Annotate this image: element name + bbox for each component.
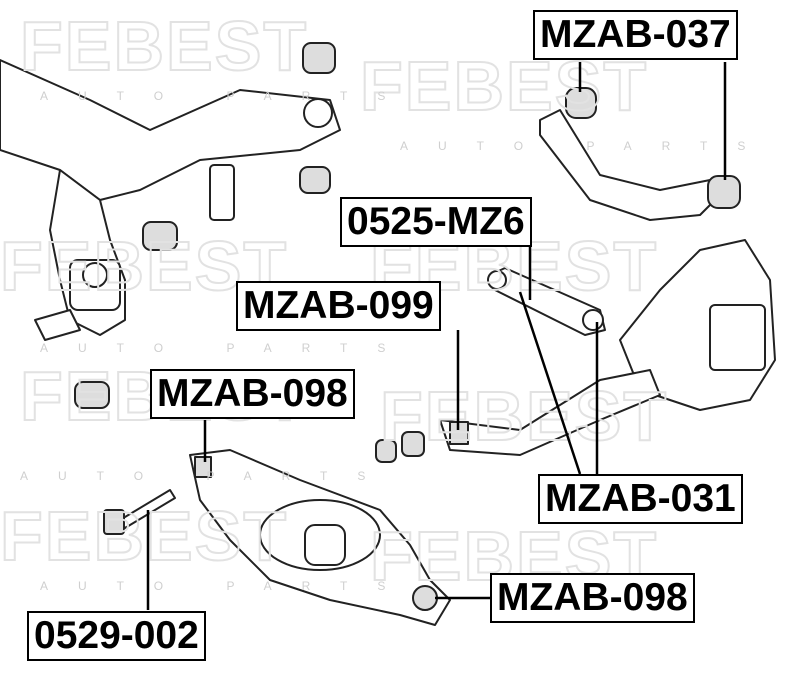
part-label-0529-002: 0529-002: [27, 611, 206, 661]
watermark-subtext: AUTO PARTS: [40, 89, 415, 103]
hub-flange: [709, 304, 766, 371]
lower-link: [439, 369, 661, 456]
upper-arm: [539, 109, 721, 221]
spring-seat: [259, 499, 381, 571]
watermark-subtext: AUTO PARTS: [40, 341, 415, 355]
watermark-subtext: AUTO PARTS: [400, 139, 775, 153]
part-label-mzab-098-upper: MZAB-098: [150, 369, 355, 419]
bushing: [74, 381, 110, 409]
part-label-mzab-037: MZAB-037: [533, 10, 738, 60]
watermark-subtext: AUTO PARTS: [40, 579, 415, 593]
bushing: [299, 166, 331, 194]
watermark-text: FEBEST: [380, 377, 668, 455]
washer: [375, 439, 397, 463]
leader-lines: [146, 62, 727, 610]
parts: [0, 42, 776, 626]
part-label-0525-mz6: 0525-MZ6: [340, 197, 532, 247]
watermark-text: FEBEST: [0, 497, 288, 575]
link-end: [487, 270, 507, 290]
watermark-subtext: AUTO PARTS: [20, 469, 395, 483]
part-label-mzab-098-lower: MZAB-098: [490, 573, 695, 623]
bushing: [302, 42, 336, 74]
bolt-head: [103, 509, 125, 535]
bushing-hole: [82, 262, 108, 288]
link-end: [582, 309, 604, 331]
stud: [209, 164, 235, 221]
bracket: [34, 309, 81, 341]
mount-hole: [303, 98, 333, 128]
bushing-mzab-098: [194, 456, 212, 478]
spring-seat-boss: [304, 524, 346, 566]
watermark-text: FEBEST: [20, 7, 308, 85]
bushing: [142, 221, 178, 251]
washer: [401, 431, 425, 457]
toe-link: [489, 267, 606, 336]
part-label-mzab-031: MZAB-031: [538, 474, 743, 524]
bushing-mzab-037: [707, 175, 741, 209]
part-label-mzab-099: MZAB-099: [236, 281, 441, 331]
